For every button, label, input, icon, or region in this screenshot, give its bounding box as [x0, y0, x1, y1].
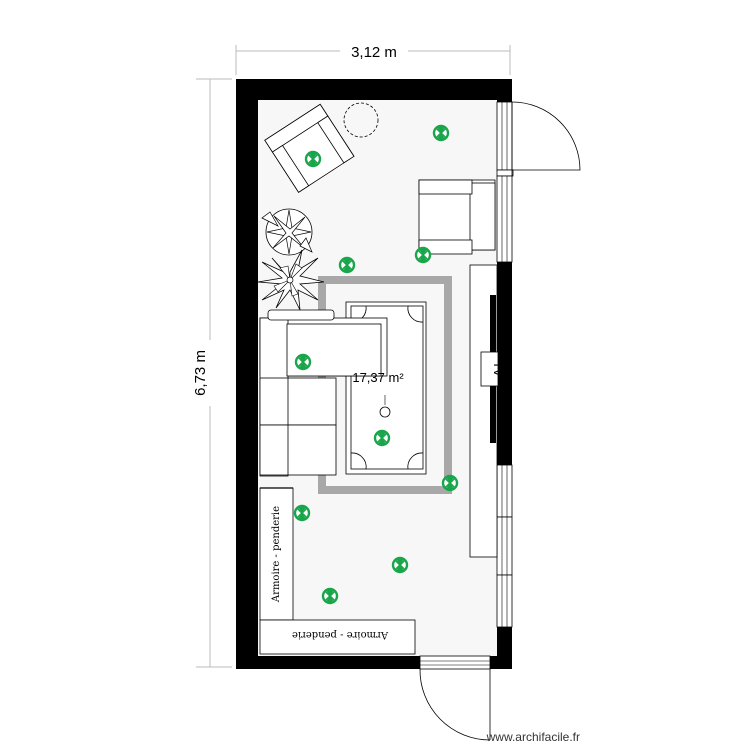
ceiling-lights — [293, 124, 459, 605]
armchair-icon — [264, 103, 355, 193]
door-right — [496, 101, 581, 263]
armchair-icon — [418, 179, 496, 255]
window-right-bottom — [496, 464, 513, 628]
wardrobe-horizontal-label: Armoire - penderie — [292, 629, 389, 640]
height-dimension: 6,73 m — [188, 78, 232, 668]
ceiling-light-icon — [391, 556, 409, 574]
ceiling-light-icon — [338, 256, 356, 274]
plant-icon — [261, 208, 313, 256]
ceiling-light-icon — [414, 246, 432, 264]
wardrobe-vertical-label: Armoire - penderie — [271, 506, 282, 603]
round-table — [343, 102, 379, 138]
height-dimension-label: 6,73 m — [192, 350, 209, 396]
watermark: www.archifacile.fr — [486, 730, 580, 744]
ceiling-light-icon — [373, 429, 391, 447]
room-area-label: 17,37 m² — [352, 370, 404, 385]
ceiling-light-icon — [432, 124, 450, 142]
wardrobe-horizontal: Armoire - penderie — [259, 619, 416, 655]
width-dimension-label: 3,12 m — [351, 44, 397, 61]
ceiling-light-icon — [441, 474, 459, 492]
door-swing-icon — [511, 101, 581, 171]
ceiling-light-icon — [293, 504, 311, 522]
width-dimension: 3,12 m — [235, 40, 511, 75]
plant-icon — [257, 249, 325, 311]
window-right-top — [496, 101, 513, 171]
door-swing-icon — [419, 668, 491, 741]
tv-label: TV — [491, 361, 505, 376]
ceiling-light-icon — [321, 587, 339, 605]
wardrobe-vertical: Armoire - penderie — [259, 487, 294, 621]
ceiling-light-icon — [294, 353, 312, 371]
door-bottom — [419, 655, 491, 741]
ceiling-light-icon — [304, 150, 322, 168]
tv-cabinet: TV — [469, 264, 505, 558]
sofa-icon — [259, 309, 388, 477]
